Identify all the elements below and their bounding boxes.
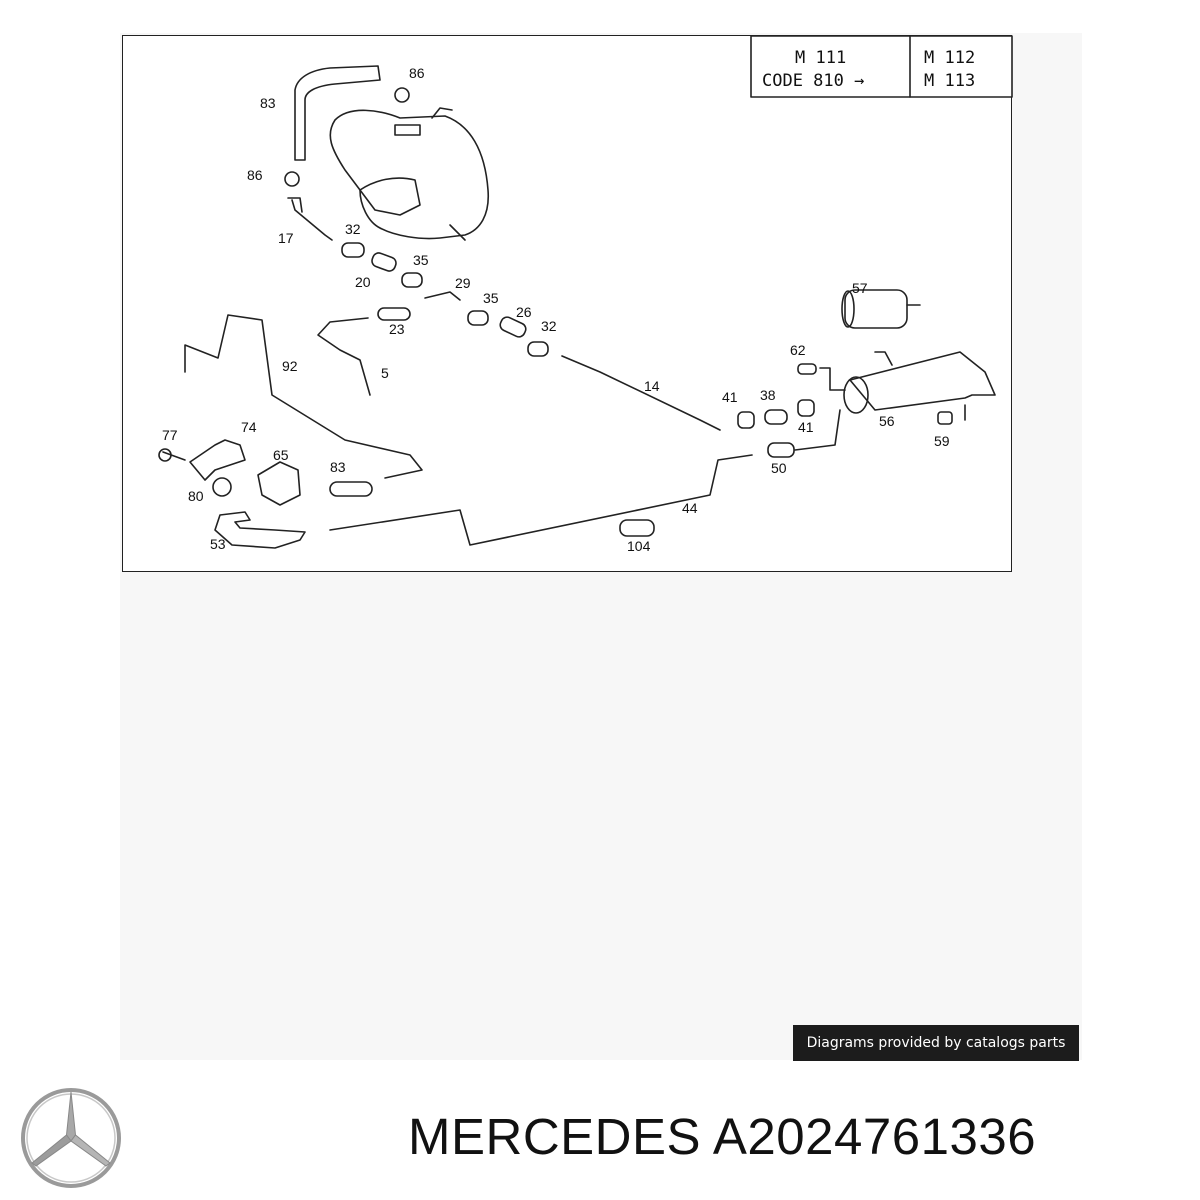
- callout-label: 77: [162, 427, 178, 443]
- callout-label: 32: [541, 318, 557, 334]
- parts-diagram: M 111 CODE 810 → M 112 M 113 86 83 86 17…: [158, 35, 1013, 554]
- filter-57: [844, 289, 908, 329]
- callout-label: 50: [771, 460, 787, 476]
- callout-label: 86: [409, 65, 425, 81]
- callout-label: 86: [247, 167, 263, 183]
- callout-label: 23: [389, 321, 405, 337]
- callout-label: 57: [852, 280, 868, 296]
- pipe-17: [291, 199, 333, 241]
- callout-label: 41: [722, 389, 738, 405]
- callout-label: 14: [644, 378, 660, 394]
- callout-label: 83: [260, 95, 276, 111]
- callout-label: 74: [241, 419, 257, 435]
- callout-label: 20: [355, 274, 371, 290]
- pipe-44: [329, 454, 753, 546]
- callout-label: 56: [879, 413, 895, 429]
- canister-56: [849, 351, 996, 411]
- callout-label: 44: [682, 500, 698, 516]
- hose-83-top: [294, 65, 381, 161]
- code-box-left-line-1: M 111: [795, 48, 846, 68]
- callout-label: 41: [798, 419, 814, 435]
- code-box-right-line-2: M 113: [924, 71, 975, 91]
- mercedes-star-icon: [21, 1088, 121, 1188]
- callout-label: 92: [282, 358, 298, 374]
- valve-65: [257, 461, 301, 506]
- callout-label: 83: [330, 459, 346, 475]
- callout-label: 38: [760, 387, 776, 403]
- pipe-14: [561, 355, 721, 431]
- callout-label: 80: [188, 488, 204, 504]
- code-box: [750, 35, 1013, 98]
- fuel-tank-drawing: [329, 109, 490, 240]
- callout-label: 35: [483, 290, 499, 306]
- callout-label: 5: [381, 365, 389, 381]
- callout-label: 32: [345, 221, 361, 237]
- callout-label: 53: [210, 536, 226, 552]
- callout-label: 26: [516, 304, 532, 320]
- callout-label: 29: [455, 275, 471, 291]
- credit-badge: Diagrams provided by catalogs parts: [793, 1025, 1079, 1061]
- parts-diagram-frame: [122, 35, 1012, 572]
- bracket-74: [189, 439, 246, 481]
- pipe-5: [317, 317, 371, 396]
- callout-label: 35: [413, 252, 429, 268]
- callout-label: 62: [790, 342, 806, 358]
- part-title: MERCEDES A2024761336: [408, 1108, 1037, 1165]
- callout-label: 104: [627, 538, 651, 554]
- pipe-92: [184, 314, 423, 479]
- code-box-right-line-1: M 112: [924, 48, 975, 68]
- callout-label: 65: [273, 447, 289, 463]
- callout-label: 17: [278, 230, 294, 246]
- callout-label: 59: [934, 433, 950, 449]
- code-box-left-line-2: CODE 810 →: [762, 71, 864, 91]
- hose-53: [214, 511, 306, 549]
